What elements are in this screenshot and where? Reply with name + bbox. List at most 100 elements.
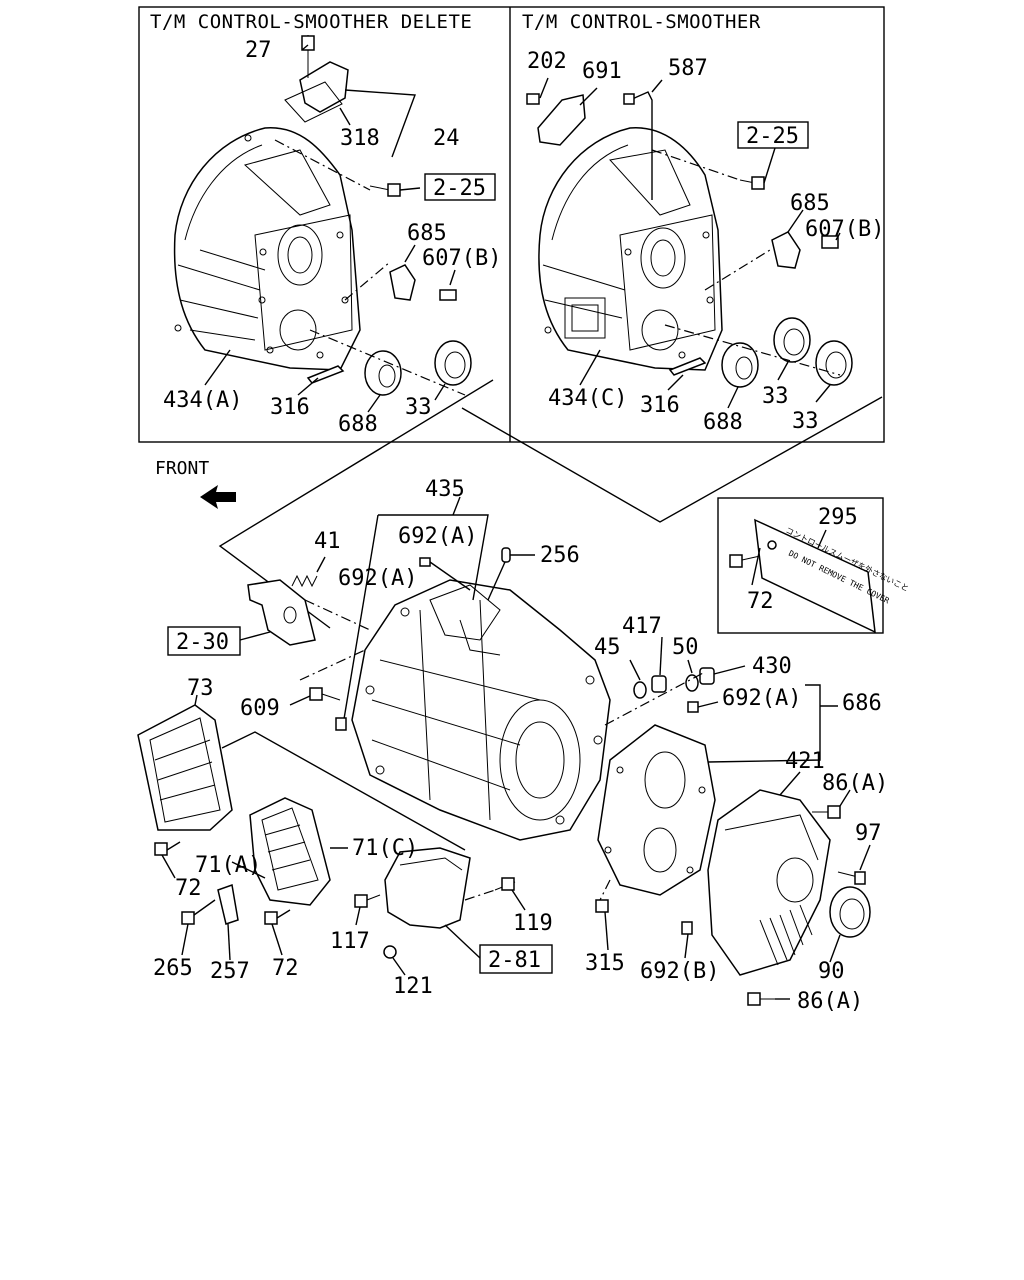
label-587: 587 [668, 56, 708, 81]
bolt-86a-2 [747, 992, 775, 1006]
label-607b-left: 607(B) [422, 246, 501, 271]
label-692b: 692(B) [640, 959, 719, 984]
plate-316b [668, 357, 707, 376]
pin-692a-2 [335, 717, 347, 731]
front-arrow-icon [200, 485, 236, 509]
seal-688a [364, 350, 402, 396]
label-202: 202 [527, 49, 567, 74]
transmission-case-435 [351, 579, 611, 841]
pin-692a-3 [687, 701, 699, 713]
seal-90 [829, 886, 871, 938]
label-72-left: 72 [175, 876, 202, 901]
seal-33a [434, 340, 472, 386]
pin-692b [681, 921, 693, 935]
label-50: 50 [672, 635, 699, 660]
label-86a-2: 86(A) [797, 989, 863, 1014]
front-label: FRONT [155, 458, 209, 479]
label-90: 90 [818, 959, 845, 984]
label-33-right-2: 33 [792, 409, 819, 434]
oring-45 [633, 681, 647, 699]
label-315: 315 [585, 951, 625, 976]
label-430: 430 [752, 654, 792, 679]
svg-text:2-25: 2-25 [433, 176, 486, 201]
ref-box-2-25-left[interactable]: 2-25 [424, 173, 496, 201]
label-24: 24 [433, 126, 460, 151]
fitting-257 [217, 883, 239, 925]
label-607b-right: 607(B) [805, 217, 884, 242]
label-316-left: 316 [270, 395, 310, 420]
label-71a: 71(A) [195, 853, 261, 878]
label-71c: 71(C) [352, 836, 418, 861]
label-691: 691 [582, 59, 622, 84]
label-692a-1: 692(A) [398, 524, 477, 549]
label-41: 41 [314, 529, 341, 554]
label-435: 435 [425, 477, 465, 502]
bolt-315 [595, 899, 609, 913]
label-692a-3: 692(A) [722, 686, 801, 711]
bolt-86a-1 [812, 805, 841, 819]
label-434c: 434(C) [548, 386, 627, 411]
extension-housing-421 [707, 789, 831, 976]
clutch-housing-434c [538, 127, 723, 371]
bolt-72a [154, 842, 168, 856]
left-panel-title: T/M CONTROL-SMOOTHER DELETE [150, 11, 472, 33]
ref-box-2-25-right[interactable]: 2-25 [737, 121, 809, 149]
label-434a: 434(A) [163, 388, 242, 413]
label-45: 45 [594, 635, 621, 660]
caution-plate-box [717, 497, 884, 634]
seal-33b [773, 317, 811, 363]
pin-256 [501, 547, 511, 563]
label-72-plate: 72 [747, 589, 774, 614]
pin-692a-1 [419, 557, 431, 567]
cover-24 [284, 35, 349, 123]
label-685-right: 685 [790, 191, 830, 216]
label-33-left: 33 [405, 395, 432, 420]
label-86a-1: 86(A) [822, 771, 888, 796]
label-73: 73 [187, 676, 214, 701]
svg-text:2-30: 2-30 [176, 630, 229, 655]
bolt-2-25-right [739, 176, 765, 190]
label-686: 686 [842, 691, 882, 716]
label-295: 295 [818, 505, 858, 530]
cover-2-81-part [384, 847, 471, 929]
side-cover-73 [137, 704, 233, 831]
label-119: 119 [513, 911, 553, 936]
svg-text:2-81: 2-81 [488, 948, 541, 973]
side-cover-71c [249, 797, 331, 906]
label-33-right-1: 33 [762, 384, 789, 409]
label-27: 27 [245, 38, 272, 63]
ref-box-2-30[interactable]: 2-30 [167, 626, 241, 656]
ref-box-2-81[interactable]: 2-81 [479, 944, 553, 974]
oring-50 [685, 674, 699, 692]
seal-33c [815, 340, 853, 386]
label-257: 257 [210, 959, 250, 984]
rear-cover-686 [597, 724, 716, 896]
bolt-2-25-left [369, 183, 401, 197]
bolt-609 [309, 687, 341, 701]
label-318: 318 [340, 126, 380, 151]
screw-72-plate [729, 554, 761, 568]
label-421: 421 [785, 749, 825, 774]
bracket-685a [389, 264, 457, 301]
spring-41 [291, 574, 318, 588]
svg-text:2-25: 2-25 [746, 124, 799, 149]
right-panel-title: T/M CONTROL-SMOOTHER [522, 11, 761, 33]
clutch-housing-434a [173, 127, 361, 371]
caution-plate-295: コントロールスムーザを外さないこと DO NOT REMOVE THE COVE… [754, 518, 911, 634]
label-121: 121 [393, 974, 433, 999]
label-685-left: 685 [407, 221, 447, 246]
top-panel-frame [138, 6, 885, 443]
label-609: 609 [240, 696, 280, 721]
label-688-left: 688 [338, 412, 378, 437]
bolt-72c [264, 911, 278, 925]
label-692a-2: 692(A) [338, 566, 417, 591]
bolt-119 [494, 877, 516, 891]
nut-121 [383, 945, 397, 959]
label-117: 117 [330, 929, 370, 954]
bolt-97 [837, 871, 866, 885]
label-72-bottom: 72 [272, 956, 299, 981]
bracket-2-30-part [247, 579, 316, 646]
cover-691 [526, 93, 586, 146]
label-265: 265 [153, 956, 193, 981]
